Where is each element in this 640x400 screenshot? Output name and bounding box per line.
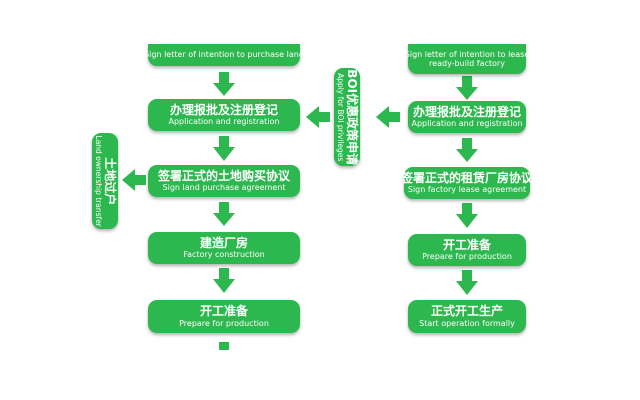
arrow-down-right-1 [456,76,478,100]
step-left-factory-construction: 建造厂房 Factory construction [148,232,300,264]
step-right-start-operation: 正式开工生产 Start operation formally [408,300,526,333]
arrow-down-right-4 [456,270,478,295]
step-left-application-registration: 办理报批及注册登记 Application and registration [148,99,300,131]
arrow-down-left-2 [213,136,235,161]
arrow-down-left-3 [213,202,235,226]
step-right-factory-lease-agreement: 签署正式的租赁厂房协议 Sign factory lease agreement [401,167,533,199]
arrow-down-right-3 [456,203,478,228]
step-left-land-purchase-agreement: 签署正式的土地购买协议 Sign land purchase agreement [148,165,300,197]
arrow-left-from-boi [306,106,330,128]
step-left-sign-intention-purchase: Sign letter of intention to purchase lan… [144,44,304,66]
arrow-down-left-1 [213,72,235,96]
step-right-sign-intention-lease: Sign letter of intention to lease ready-… [405,44,529,74]
step-right-application-registration: 办理报批及注册登记 Application and registration [408,101,526,133]
boi-privileges-box: BOI优惠政策申请 Apply for BOI privileges [334,68,360,166]
step-left-prepare-production: 开工准备 Prepare for production [148,300,300,333]
land-ownership-transfer-box: 土地过户 Land ownership transfer [92,133,118,229]
step-right-prepare-production: 开工准备 Prepare for production [408,234,526,266]
arrow-down-left-4 [213,268,235,293]
arrow-down-right-2 [456,138,478,162]
arrow-left-from-right [376,106,400,128]
arrow-down-left-5 [219,342,229,350]
arrow-left-to-transfer [122,169,146,191]
